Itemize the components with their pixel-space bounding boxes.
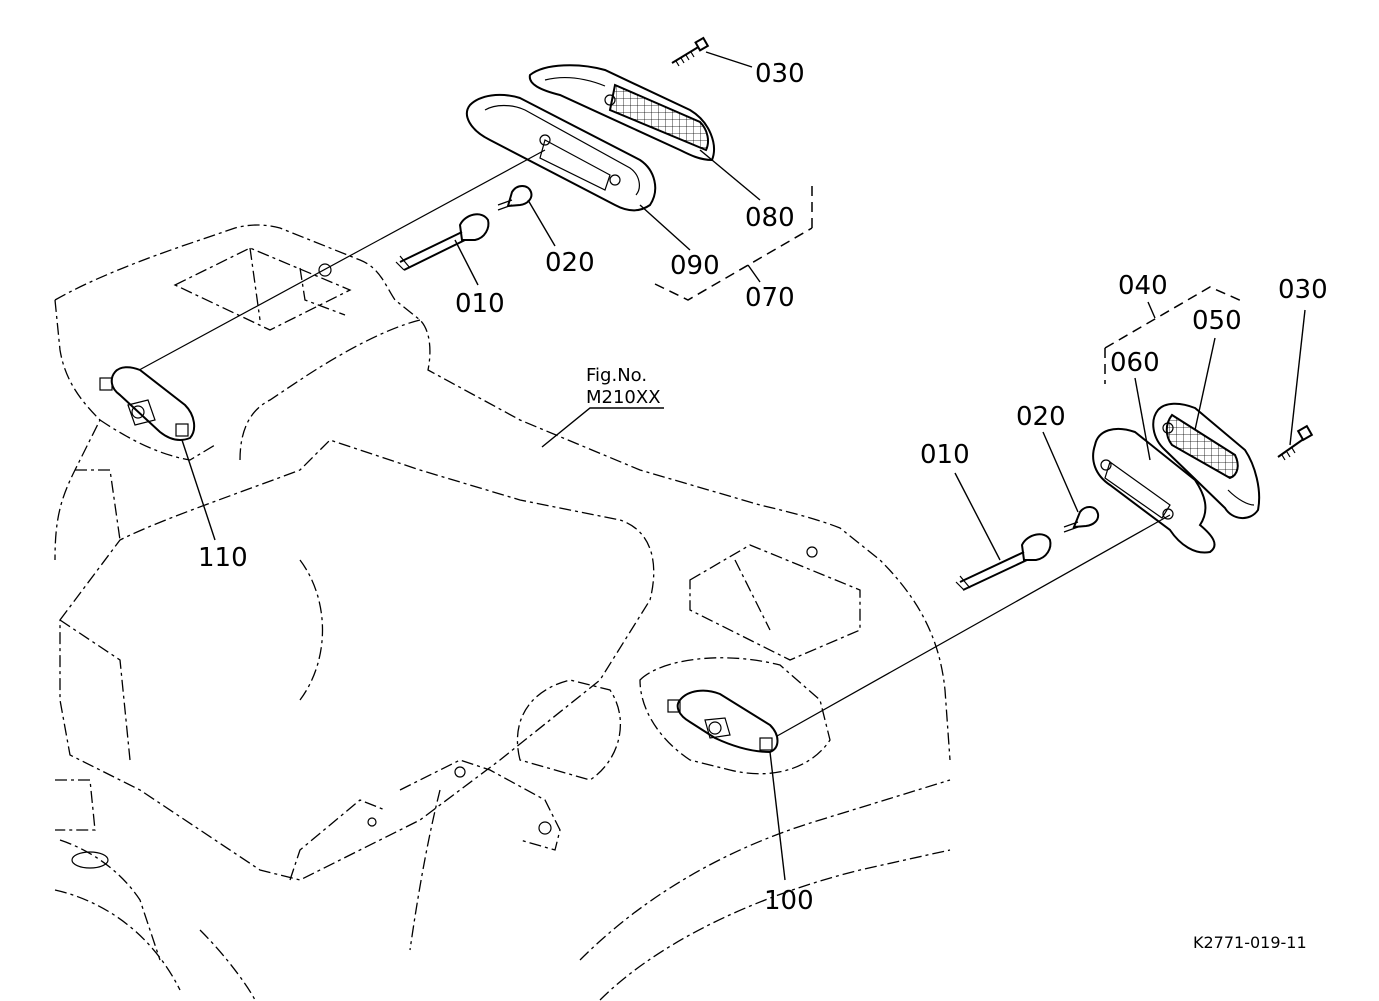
top-lamp-housing (465, 93, 657, 212)
callout-030-top: 030 (755, 59, 805, 89)
top-lamp-lens (528, 64, 715, 162)
callout-030-right: 030 (1278, 275, 1328, 305)
callout-090: 090 (670, 251, 720, 281)
leader-lines (181, 51, 1306, 881)
right-screw (1277, 424, 1314, 461)
right-mount-bracket (667, 689, 779, 754)
callout-110: 110 (198, 543, 248, 573)
callout-050: 050 (1192, 306, 1242, 336)
callout-010-top: 010 (455, 289, 505, 319)
right-lamp-lens (1152, 402, 1261, 519)
tractor-body-outline (54, 224, 951, 1001)
callout-020-top: 020 (545, 248, 595, 278)
callout-080: 080 (745, 203, 795, 233)
callout-100: 100 (764, 886, 814, 916)
top-alignment-line (129, 149, 546, 376)
figure-ref-heading: Fig.No. (586, 365, 647, 386)
top-socket (395, 213, 490, 271)
left-mount-bracket (99, 366, 196, 441)
figure-ref-number: M210XX (586, 387, 661, 408)
top-bulb (497, 185, 533, 211)
top-screw (671, 36, 710, 67)
right-alignment-line (769, 514, 1171, 741)
callout-010-right: 010 (920, 440, 970, 470)
right-socket (955, 533, 1052, 591)
callout-070: 070 (745, 283, 795, 313)
right-lamp-housing (1092, 427, 1216, 554)
assembly-070-bracket (654, 186, 813, 301)
callout-020-right: 020 (1016, 402, 1066, 432)
drawing-id: K2771-019-11 (1193, 933, 1307, 952)
assembly-040-bracket (1104, 286, 1245, 384)
callout-060: 060 (1110, 348, 1160, 378)
callout-040: 040 (1118, 271, 1168, 301)
right-bulb (1063, 506, 1100, 533)
